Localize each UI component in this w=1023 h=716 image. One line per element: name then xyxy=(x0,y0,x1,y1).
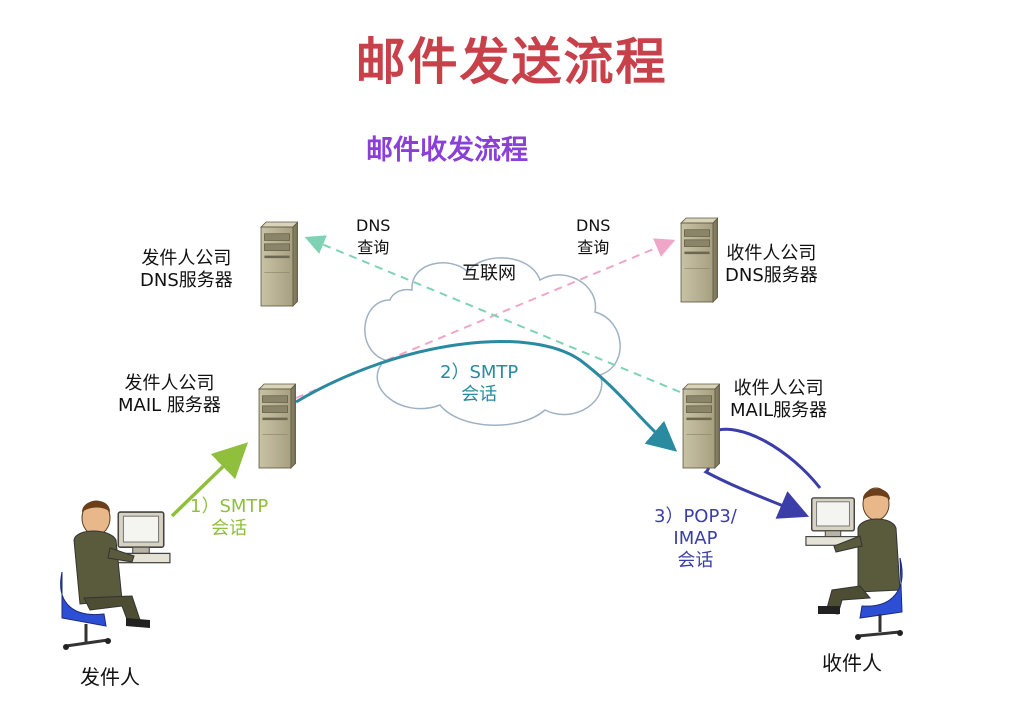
smtp-session-2-label: 2）SMTP 会话 xyxy=(440,362,518,406)
receiver-dns-label: 收件人公司 DNS服务器 xyxy=(725,243,818,287)
pop3-imap-line1: 3）POP3/ xyxy=(654,506,737,527)
pop3-imap-line2: IMAP xyxy=(673,528,718,549)
receiver-person-icon xyxy=(805,487,903,640)
pop3-imap-arrow xyxy=(703,427,822,519)
sender-person-icon xyxy=(60,500,171,650)
smtp-session-2-line1: 2）SMTP xyxy=(440,362,519,383)
sender-mail-label-line1: 发件人公司 xyxy=(124,373,215,394)
sender-dns-server-icon xyxy=(260,221,298,307)
dns-query-label-right: DNS 查询 xyxy=(576,215,610,259)
receiver-dns-label-line2: DNS服务器 xyxy=(725,265,818,286)
dns-query-right-line1: DNS xyxy=(576,216,611,235)
pop3-imap-label: 3）POP3/ IMAP 会话 xyxy=(654,506,737,572)
sender-mail-label: 发件人公司 MAIL 服务器 xyxy=(118,373,221,417)
page-title: 邮件发送流程 xyxy=(355,33,668,91)
sender-dns-label-line2: DNS服务器 xyxy=(140,270,233,291)
sender-mail-label-line2: MAIL 服务器 xyxy=(118,395,221,416)
sender-dns-label: 发件人公司 DNS服务器 xyxy=(140,248,233,292)
sender-mail-server-icon xyxy=(258,383,296,469)
smtp-session-2-arrow xyxy=(295,340,678,452)
receiver-mail-label-line1: 收件人公司 xyxy=(733,378,824,399)
receiver-mail-label-line2: MAIL服务器 xyxy=(730,400,828,421)
receiver-mail-label: 收件人公司 MAIL服务器 xyxy=(730,378,827,422)
receiver-mail-server-icon xyxy=(682,383,720,469)
smtp-session-1-line1: 1）SMTP xyxy=(190,496,269,517)
receiver-dns-label-line1: 收件人公司 xyxy=(726,243,817,264)
internet-label: 互联网 xyxy=(462,263,516,284)
dns-query-left-line1: DNS xyxy=(356,216,391,235)
sender-dns-label-line1: 发件人公司 xyxy=(141,248,232,269)
smtp-session-1-label: 1）SMTP 会话 xyxy=(190,496,268,540)
smtp-session-1-line2: 会话 xyxy=(211,518,248,539)
diagram-subtitle: 邮件收发流程 xyxy=(366,135,528,166)
dns-query-arrow-receiver xyxy=(295,238,676,399)
smtp-session-2-line2: 会话 xyxy=(461,384,498,405)
receiver-label: 收件人 xyxy=(822,651,882,675)
dns-query-right-line2: 查询 xyxy=(577,238,610,257)
receiver-dns-server-icon xyxy=(680,217,718,303)
smtp-session-1-arrow xyxy=(170,442,249,518)
dns-query-arrow-sender xyxy=(304,235,681,393)
dns-query-left-line2: 查询 xyxy=(357,238,390,257)
sender-label: 发件人 xyxy=(80,665,140,689)
pop3-imap-line3: 会话 xyxy=(677,550,714,571)
dns-query-label-left: DNS 查询 xyxy=(356,215,390,259)
